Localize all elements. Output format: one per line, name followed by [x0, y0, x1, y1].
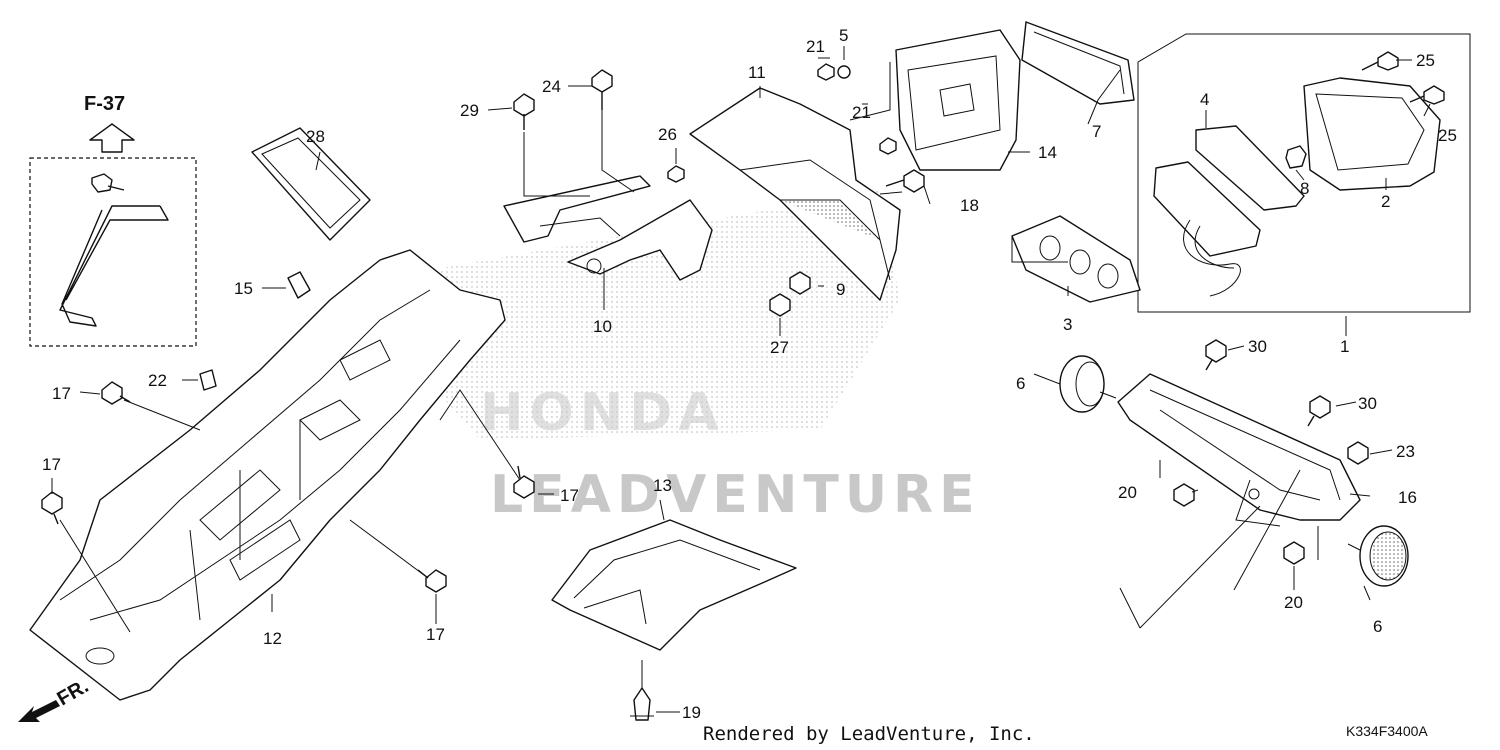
watermark-dealer-text: LEADVENTURE	[490, 465, 981, 525]
reference-bracket	[59, 205, 169, 327]
part-11-splash-guard	[689, 87, 901, 301]
part-13-cover	[551, 519, 797, 651]
callout-25b: 25	[1438, 126, 1457, 145]
callout-20b: 20	[1284, 593, 1303, 612]
callout-21b: 21	[852, 103, 871, 122]
callout-13: 13	[653, 476, 672, 495]
credit-text: Rendered by LeadVenture, Inc.	[703, 723, 1035, 745]
front-direction-arrow	[18, 700, 60, 722]
watermark-brand-text: HONDA	[480, 383, 725, 443]
diagram-code: K334F3400A	[1346, 723, 1428, 739]
part-6-reflector-right	[1347, 525, 1409, 587]
callout-7: 7	[1092, 122, 1101, 141]
watermark-wing-shading	[410, 190, 900, 440]
bolts-17	[41, 381, 535, 593]
part-4-gasket	[1195, 125, 1305, 211]
callout-3: 3	[1063, 315, 1072, 334]
callout-20a: 20	[1118, 483, 1137, 502]
callout-28: 28	[306, 127, 325, 146]
part-10-bracket	[503, 175, 713, 281]
nuts-21-5-18	[817, 63, 925, 193]
callout-29: 29	[460, 101, 479, 120]
reference-dashed-box	[29, 157, 197, 347]
front-arrow-icon	[18, 700, 60, 722]
callout-17c: 17	[560, 486, 579, 505]
part-2-housing	[1303, 77, 1441, 191]
callout-17b: 17	[42, 455, 61, 474]
bolts-30-23-20	[1173, 339, 1369, 565]
callout-10: 10	[593, 317, 612, 336]
callout-2: 2	[1381, 192, 1390, 211]
callout-27: 27	[770, 338, 789, 357]
callout-15: 15	[234, 279, 253, 298]
callout-4: 4	[1200, 90, 1209, 109]
reference-label: F-37	[84, 93, 125, 115]
callout-17a: 17	[52, 384, 71, 403]
callout-18: 18	[960, 196, 979, 215]
part-8-bulb	[1285, 145, 1307, 169]
part-3-socket-panel	[1011, 215, 1141, 303]
callout-9: 9	[836, 280, 845, 299]
part-28-rubber-band	[251, 127, 371, 241]
callout-6b: 6	[1373, 617, 1382, 636]
callout-26: 26	[658, 125, 677, 144]
callout-22: 22	[148, 371, 167, 390]
nuts-9-27	[769, 271, 811, 317]
part-25-screw-b	[1409, 85, 1445, 105]
callout-25a: 25	[1416, 51, 1435, 70]
part-1-base	[1153, 161, 1261, 257]
part-7-lens	[1021, 21, 1135, 105]
part-6-reflector-left	[1059, 355, 1117, 413]
callouts: 1 2 3 4 5 6 6 7 8 9 10 11 12 13 14 15 16…	[42, 26, 1457, 722]
callout-30a: 30	[1248, 337, 1267, 356]
reference-bolt	[91, 173, 125, 193]
callout-30b: 30	[1358, 394, 1377, 413]
callout-12: 12	[263, 629, 282, 648]
up-arrow-icon	[89, 123, 135, 153]
callout-5: 5	[839, 26, 848, 45]
leader-lines	[51, 46, 1431, 713]
part-16-bracket	[1117, 373, 1361, 527]
callout-6a: 6	[1016, 374, 1025, 393]
part-19-pin	[630, 687, 654, 721]
callout-19: 19	[682, 703, 701, 722]
watermark: HONDA LEADVENTURE	[410, 190, 981, 525]
callout-14: 14	[1038, 143, 1057, 162]
part-14-license-light	[895, 29, 1021, 171]
part-12-rear-fender	[29, 249, 506, 701]
part-22-nut	[199, 369, 217, 391]
callout-21a: 21	[806, 37, 825, 56]
callout-16: 16	[1398, 488, 1417, 507]
part-1-tail-light-assy	[1011, 33, 1471, 313]
callout-17d: 17	[426, 625, 445, 644]
reference-section: F-37	[29, 93, 197, 347]
callout-11: 11	[748, 63, 766, 82]
callout-8: 8	[1300, 179, 1309, 198]
callout-1: 1	[1340, 337, 1349, 356]
callout-24: 24	[542, 77, 561, 96]
part-25-screw-a	[1361, 51, 1399, 71]
part-15-clip	[287, 271, 311, 299]
callout-23: 23	[1396, 442, 1415, 461]
